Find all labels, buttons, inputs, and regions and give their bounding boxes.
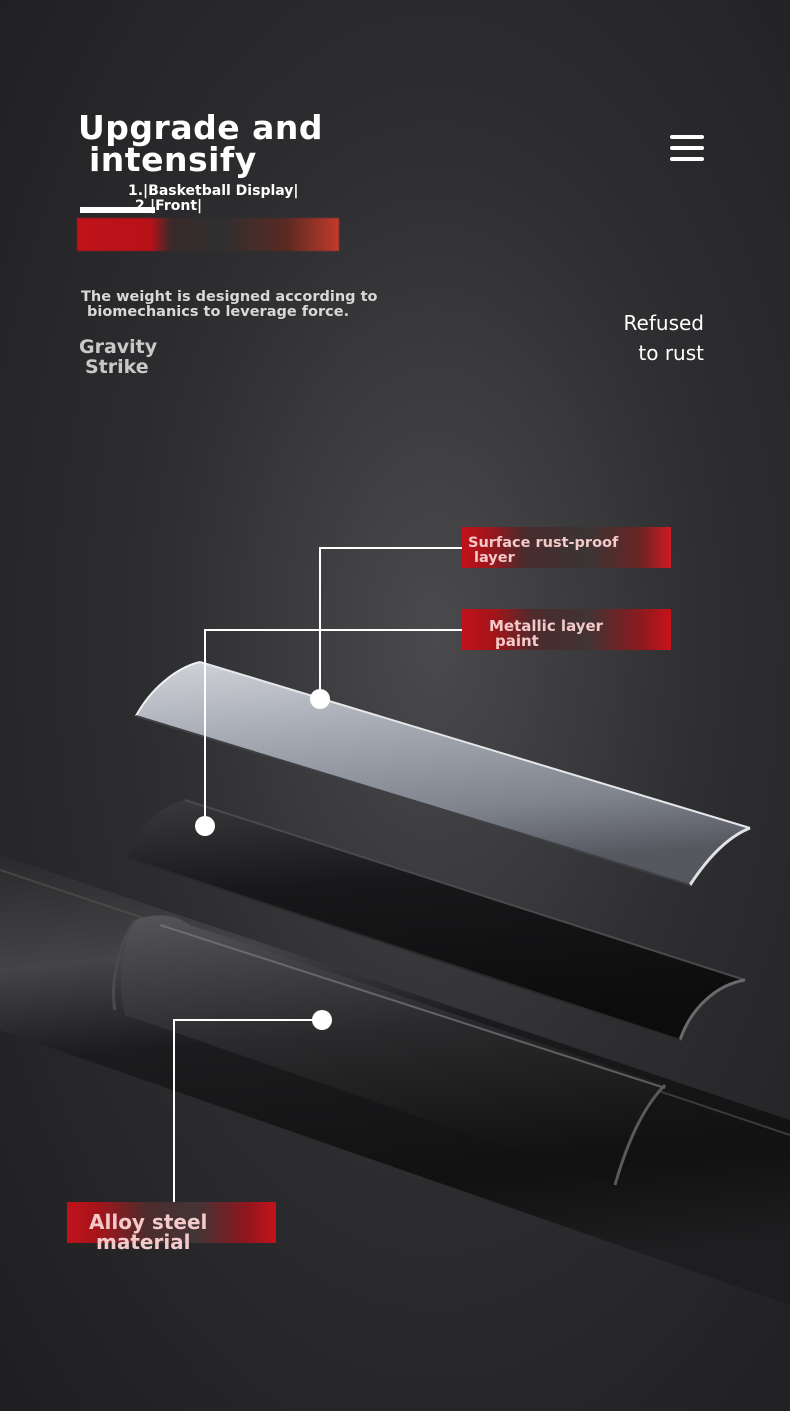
intro-description: The weight is designed according to biom… — [81, 290, 378, 320]
feature-heading: Refused to rust — [624, 308, 704, 368]
label-alloy-line2: material — [96, 1230, 191, 1254]
page-title-line1: Upgrade and — [78, 108, 323, 147]
callout-lines — [173, 547, 462, 1202]
page-title-line2: intensify — [89, 140, 257, 179]
feature-heading-line2: to rust — [638, 341, 704, 365]
feature-heading-line1: Refused — [623, 311, 704, 335]
surface-rust-proof-shell — [135, 661, 751, 886]
label-surface-rust-proof-layer: Surface rust-proof layer — [462, 527, 671, 568]
label-metallic-layer-paint: Metallic layer paint — [462, 609, 671, 650]
label-metal-line1: Metallic layer — [489, 617, 604, 635]
alloy-steel-tube — [0, 855, 790, 1305]
metallic-layer-shell — [126, 799, 746, 1041]
tagline-line1: Gravity — [79, 336, 158, 358]
active-indicator-bar — [80, 207, 155, 213]
tagline: Gravity Strike — [79, 337, 157, 377]
label-surface-line2: layer — [474, 550, 515, 566]
label-alloy-line1: Alloy steel — [89, 1210, 208, 1234]
intro-description-line2: biomechanics to leverage force. — [87, 304, 350, 320]
page-title: Upgrade and intensify — [78, 108, 323, 179]
tagline-line2: Strike — [85, 356, 149, 378]
hamburger-menu-icon[interactable] — [670, 135, 704, 162]
subnav-item-basketball-display[interactable]: 1.|Basketball Display| — [128, 183, 299, 199]
label-surface-line1: Surface rust-proof — [468, 535, 619, 551]
accent-banner — [77, 218, 339, 251]
label-alloy-steel-material: Alloy steel material — [67, 1202, 276, 1252]
intro-description-line1: The weight is designed according to — [81, 289, 378, 305]
callout-dots — [195, 689, 332, 1030]
label-metal-line2: paint — [495, 632, 539, 650]
